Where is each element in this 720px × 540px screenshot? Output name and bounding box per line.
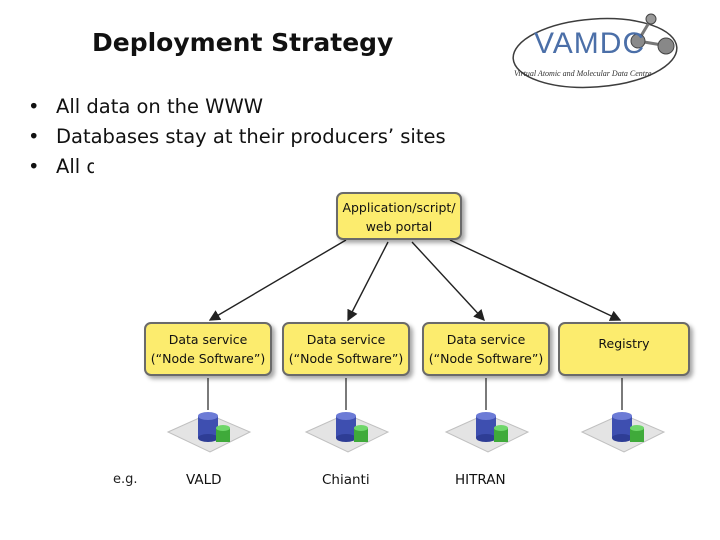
data-service-box: Data service (“Node Software”) <box>282 322 410 376</box>
service-label-line1: Data service <box>446 332 526 347</box>
database-icon <box>304 412 390 453</box>
data-service-box: Data service (“Node Software”) <box>422 322 550 376</box>
service-label-line1: Data service <box>168 332 248 347</box>
database-icon <box>580 412 666 453</box>
bullet-item: •All d <box>28 155 94 178</box>
bullet-list: •All data on the WWW •Databases stay at … <box>28 92 446 182</box>
logo-subtitle: Virtual Atomic and Molecular Data Centre <box>514 69 652 78</box>
database-name-chianti: Chianti <box>322 472 370 488</box>
bullet-item: •Databases stay at their producers’ site… <box>28 125 446 148</box>
registry-box: Registry <box>558 322 690 376</box>
application-box: Application/script/ web portal <box>336 192 462 240</box>
service-label-line2: (“Node Software”) <box>428 351 544 366</box>
vamdc-logo: VAMDC Virtual Atomic and Molecular Data … <box>500 5 690 95</box>
service-label-line2: (“Node Software”) <box>288 351 404 366</box>
database-icon <box>444 412 530 453</box>
eg-label: e.g. <box>113 472 138 487</box>
arrow-to-service-3 <box>411 241 485 322</box>
data-service-box: Data service (“Node Software”) <box>144 322 272 376</box>
arrow-to-service-2 <box>347 241 389 322</box>
database-icon <box>166 412 252 453</box>
service-label-line1: Data service <box>306 332 386 347</box>
logo-wordmark: VAMDC <box>534 27 646 60</box>
app-label-line1: Application/script/ <box>342 200 456 215</box>
logo-graphic <box>512 13 678 89</box>
arrow-to-service-1 <box>208 239 347 321</box>
bullet-item: •All data on the WWW <box>28 95 264 118</box>
service-label-line2: (“Node Software”) <box>150 351 266 366</box>
registry-label: Registry <box>598 336 650 351</box>
arrow-to-registry <box>449 239 622 321</box>
database-name-hitran: HITRAN <box>455 472 506 488</box>
app-label-line2: web portal <box>365 219 433 234</box>
database-name-vald: VALD <box>186 472 222 488</box>
slide-title: Deployment Strategy <box>92 28 394 57</box>
